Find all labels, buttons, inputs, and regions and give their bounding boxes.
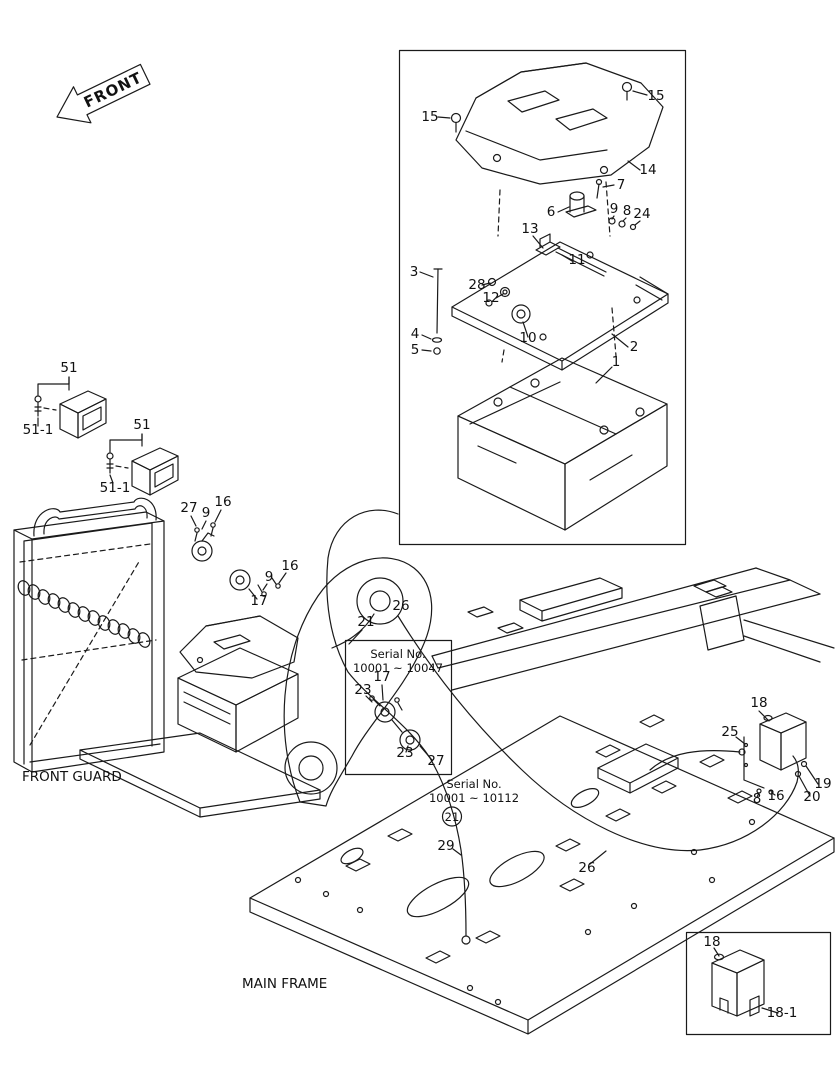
part-callout-23: 23 <box>396 745 413 761</box>
part-callout-14: 14 <box>639 162 656 178</box>
serial-note-1-line2: 10001 ~ 10047 <box>353 661 443 675</box>
washer-pump-part-18-1 <box>749 995 760 1017</box>
battery-tray-part-2 <box>451 233 669 371</box>
horn-assembly-right <box>229 569 281 597</box>
part-callout-28: 28 <box>468 277 485 293</box>
part-callout-4: 4 <box>411 326 420 342</box>
part-callout-25: 25 <box>721 724 738 740</box>
washer-inset-border <box>685 931 832 1036</box>
part-callout-13: 13 <box>521 221 538 237</box>
part-callout-19: 19 <box>814 776 831 792</box>
work-lamp-1 <box>34 390 107 439</box>
part-callout-23: 23 <box>354 682 371 698</box>
circled-callout-ring <box>441 806 463 827</box>
cover-screw-left <box>450 112 462 133</box>
part-callout-6: 6 <box>547 204 556 220</box>
part-callout-11: 11 <box>568 252 585 268</box>
part-callout-7: 7 <box>617 177 626 193</box>
part-callout-27: 27 <box>427 753 444 769</box>
part-callout-51: 51 <box>60 360 77 376</box>
cover-screw-right <box>621 81 633 101</box>
part-callout-51: 51 <box>133 417 150 433</box>
horn-assembly-left <box>191 522 216 562</box>
detail-inset-border <box>398 49 687 546</box>
part-callout-17: 17 <box>373 669 390 685</box>
serial-note-2-line1: Serial No. <box>446 777 501 791</box>
part-callout-16: 16 <box>767 788 784 804</box>
part-callout-29: 29 <box>437 838 454 854</box>
guard-coil <box>17 580 151 648</box>
part-callout-16: 16 <box>281 558 298 574</box>
leader-lines <box>37 90 819 1014</box>
batteries-part-1 <box>457 357 668 531</box>
part-callout-9: 9 <box>265 569 274 585</box>
front-direction-arrow: FRONT <box>56 63 151 124</box>
battery-cover-part-14 <box>455 62 664 185</box>
part-callout-9: 9 <box>202 505 211 521</box>
part-callout-16: 16 <box>214 494 231 510</box>
control-box-assembly <box>177 615 299 753</box>
main-frame-label: MAIN FRAME <box>242 976 327 992</box>
part-callout-15: 15 <box>421 109 438 125</box>
part-callout-9: 9 <box>610 201 619 217</box>
main-frame-structure <box>249 557 835 1035</box>
part-callout-12: 12 <box>482 290 499 306</box>
tray-rod-part-3 <box>431 268 443 355</box>
part-callout-10: 10 <box>519 330 536 346</box>
battery-inset-box <box>398 49 687 546</box>
part-callout-51-1: 51-1 <box>23 422 54 438</box>
front-guard <box>13 497 165 773</box>
work-lamp-2 <box>106 447 179 496</box>
part-callout-26: 26 <box>392 598 409 614</box>
part-callout-26: 26 <box>578 860 595 876</box>
part-callout-21: 21 <box>357 614 374 630</box>
serial-detail-box: Serial No. 10001 ~ 10047 <box>344 639 453 776</box>
part-callout-2: 2 <box>630 339 639 355</box>
part-callout-18: 18 <box>703 934 720 950</box>
part-callout-18: 18 <box>750 695 767 711</box>
part-callout-5: 5 <box>411 342 420 358</box>
part-callout-3: 3 <box>410 264 419 280</box>
serial-box-border <box>344 639 453 776</box>
part-callout-17: 17 <box>250 593 267 609</box>
front-arrow-label: FRONT <box>81 68 145 111</box>
part-callout-20: 20 <box>803 789 820 805</box>
part-callout-1: 1 <box>612 354 621 370</box>
front-guard-label: FRONT GUARD <box>22 769 122 785</box>
serial-note-1-line1: Serial No. <box>370 647 425 661</box>
part-callout-21: 21 <box>445 810 460 824</box>
part-callout-24: 24 <box>633 206 650 222</box>
part-callout-8: 8 <box>623 203 632 219</box>
part-callout-27: 27 <box>180 500 197 516</box>
serial-note-2-line2: 10001 ~ 10112 <box>429 791 519 805</box>
washer-tank-inset-box <box>685 931 832 1036</box>
part-callout-18-1: 18-1 <box>767 1005 798 1021</box>
part-callout-8: 8 <box>753 791 762 807</box>
part-callout-15: 15 <box>647 88 664 104</box>
serial-note-2: Serial No. 10001 ~ 10112 <box>429 777 519 805</box>
part-callout-51-1: 51-1 <box>100 480 131 496</box>
